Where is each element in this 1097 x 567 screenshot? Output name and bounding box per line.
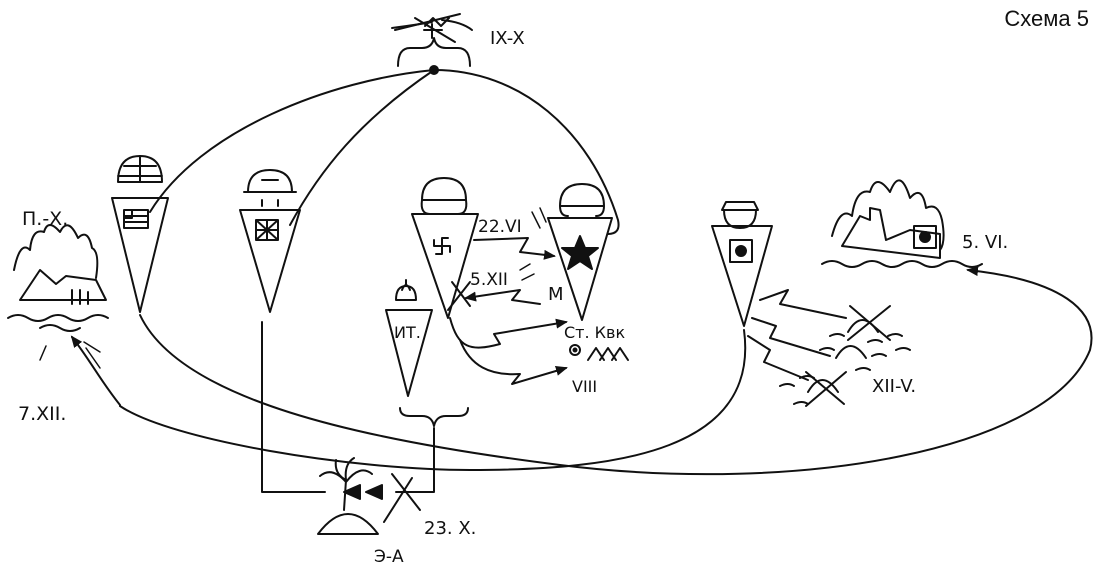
italy-label: ИТ.	[394, 323, 421, 342]
stalingrad-dot-center	[572, 347, 578, 353]
palm-island-icon	[317, 457, 379, 535]
date-top-label: IX-X	[490, 28, 525, 49]
strike-arrow-1	[759, 289, 847, 319]
japan-flag-ship-sun	[919, 231, 931, 243]
line-junction-to-uk	[289, 69, 435, 226]
arrow-to-caucasus	[449, 317, 568, 349]
arrow-head-east	[343, 484, 361, 500]
impact-strokes-moscow	[519, 263, 535, 281]
date-bottom-label: 23. Х.	[424, 518, 476, 539]
arrow-head-west	[365, 484, 383, 500]
impact-strokes-left	[39, 341, 101, 369]
line-junction-to-usa	[149, 69, 435, 213]
japan-flag-ship-rect	[913, 225, 937, 249]
arrow-ussr-counter	[464, 289, 541, 305]
sinking-ships-group	[779, 305, 911, 407]
cross-mark-alamein	[383, 473, 421, 523]
german-soldier-figure	[411, 177, 479, 319]
japan-soldier-figure	[711, 201, 773, 327]
caucasus-label: Ст. Квк	[564, 323, 625, 342]
el-alamein-label: Э-А	[374, 547, 404, 567]
month-viii-label: VIII	[572, 377, 597, 396]
burning-ship-left-icon	[7, 224, 109, 332]
pacific-range-label: XII-V.	[872, 376, 916, 397]
usa-soldier-figure	[111, 155, 169, 313]
stalingrad-dot-icon	[569, 344, 581, 356]
date-left-lower-label: 7.XII.	[18, 403, 66, 425]
italy-soldier-figure	[385, 279, 433, 397]
strike-arrow-2	[751, 317, 831, 357]
bottom-brace	[399, 407, 469, 427]
scheme-title: Схема 5	[1004, 6, 1089, 31]
line-junction-to-ussr	[433, 69, 620, 235]
line-uk-down	[261, 321, 326, 493]
ussr-soldier-figure	[547, 183, 613, 321]
uk-soldier-figure	[239, 169, 301, 313]
burning-ship-right-icon	[821, 179, 983, 268]
date-counter-label: 5.XII	[470, 270, 508, 290]
line-axis-down	[395, 427, 435, 493]
midway-label: 5. VI.	[962, 232, 1008, 253]
moscow-label: М	[548, 284, 564, 305]
strike-arrow-3	[747, 335, 809, 381]
impact-strokes-ussr	[531, 207, 547, 229]
date-attack-ussr-label: 22.VI	[478, 217, 522, 237]
mountains-icon	[587, 347, 629, 361]
japan-flag-sun	[735, 245, 747, 257]
arrow-to-left-ship	[70, 335, 121, 406]
arrow-to-stalingrad	[459, 339, 568, 385]
top-brace	[397, 37, 471, 67]
cross-mark-germany	[447, 281, 471, 311]
crossed-swastika-top-icon	[391, 13, 473, 43]
japan-flag-rect	[729, 239, 753, 263]
date-left-upper-label: П.-Х.	[22, 208, 68, 230]
line-to-midway	[139, 266, 1093, 476]
line-japan-to-pearl	[119, 329, 747, 471]
arrow-germany-to-ussr	[473, 237, 556, 260]
